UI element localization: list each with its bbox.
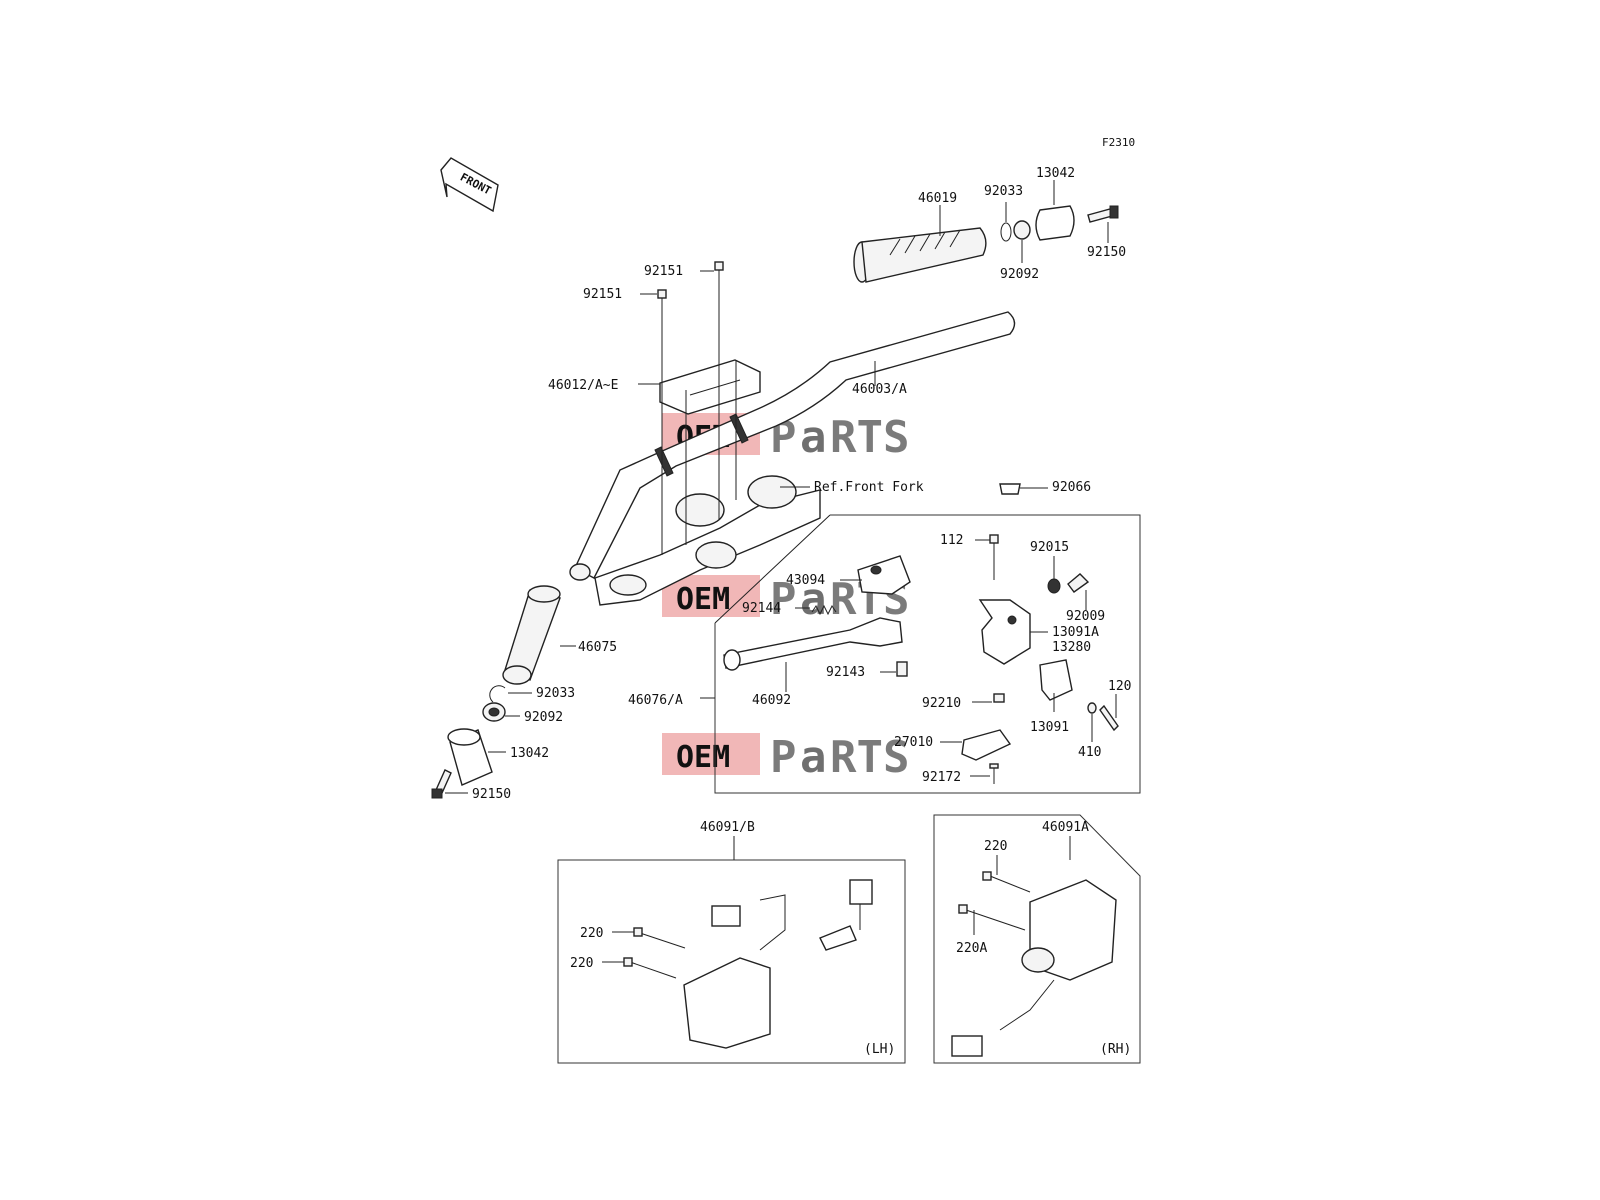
svg-text:RTS: RTS <box>830 412 909 463</box>
label-120: 120 <box>1108 679 1131 694</box>
grip-46075 <box>502 585 561 685</box>
bar-end-weight-13042-top <box>1035 205 1075 241</box>
screw-220-rh <box>982 871 1031 893</box>
label-13042-left: 13042 <box>510 746 549 761</box>
label-92033-top: 92033 <box>984 184 1023 199</box>
label-92092-top: 92092 <box>1000 267 1039 282</box>
label-46076: 46076/A <box>628 693 683 708</box>
label-43094: 43094 <box>786 573 825 588</box>
figure-code: F2310 <box>1102 136 1135 149</box>
svg-text:RTS: RTS <box>830 732 909 783</box>
label-13091A: 13091A <box>1052 625 1099 640</box>
pin-92143 <box>896 661 908 677</box>
label-46091B: 46091/B <box>700 820 755 835</box>
screw-92150-top <box>1087 205 1119 223</box>
label-92151-a: 92151 <box>583 287 622 302</box>
spring-92144 <box>811 604 837 616</box>
lever-assembly-box <box>714 514 1141 794</box>
label-92143: 92143 <box>826 665 865 680</box>
screw-92150-left <box>431 769 452 799</box>
label-220-lh-a: 220 <box>580 926 603 941</box>
svg-text:a: a <box>800 574 827 625</box>
label-220-rh: 220 <box>984 839 1007 854</box>
lh-switch-assembly <box>683 879 873 1049</box>
svg-text:P: P <box>770 732 797 783</box>
svg-text:P: P <box>770 574 797 625</box>
cap-92066 <box>999 483 1021 495</box>
screw-220-lh-b <box>623 957 677 979</box>
label-27010: 27010 <box>894 735 933 750</box>
guide-lines <box>661 300 737 555</box>
label-46092: 46092 <box>752 693 791 708</box>
svg-text:OEM: OEM <box>676 740 730 775</box>
label-112: 112 <box>940 533 963 548</box>
label-92150-left: 92150 <box>472 787 511 802</box>
svg-text:OEM: OEM <box>676 582 730 617</box>
rh-switch-assembly <box>951 879 1117 1057</box>
bolt-92151-b <box>714 261 724 300</box>
label-rh: (RH) <box>1100 1042 1131 1057</box>
handlebar-46003 <box>569 311 1016 581</box>
label-92210: 92210 <box>922 696 961 711</box>
nut-92210 <box>993 693 1005 703</box>
clamp-46012 <box>659 359 761 415</box>
label-46019: 46019 <box>918 191 957 206</box>
label-92033-left: 92033 <box>536 686 575 701</box>
label-46091A: 46091A <box>1042 820 1089 835</box>
screw-220-lh-a <box>633 927 686 949</box>
svg-text:a: a <box>800 412 827 463</box>
clamp-13091 <box>1039 659 1073 701</box>
watermark-bottom: OEM P a RTS <box>662 732 909 783</box>
washer-92015 <box>1047 578 1061 594</box>
label-92015: 92015 <box>1030 540 1069 555</box>
screw-220A <box>958 904 1026 931</box>
label-92092-left: 92092 <box>524 710 563 725</box>
label-46003: 46003/A <box>852 382 907 397</box>
svg-text:a: a <box>800 732 827 783</box>
lever-46092 <box>723 617 903 671</box>
label-92150-top: 92150 <box>1087 245 1126 260</box>
collar-92092-top <box>1013 220 1031 240</box>
grip-46019 <box>853 227 987 283</box>
label-410: 410 <box>1078 745 1101 760</box>
bar-end-weight-13042-left <box>447 728 493 786</box>
screw-92172 <box>989 763 999 784</box>
bracket-43094 <box>857 555 911 595</box>
triple-clamp-ref-front-fork <box>594 475 821 606</box>
collar-92092-left <box>482 702 506 722</box>
bolt-120 <box>1099 704 1119 732</box>
label-lh: (LH) <box>864 1042 895 1057</box>
lever-holder-13091A <box>978 599 1031 665</box>
washer-410 <box>1087 702 1097 714</box>
label-92172: 92172 <box>922 770 961 785</box>
part-labels: 46019 92033 13042 92092 92150 92151 9215… <box>472 166 1131 1057</box>
switch-27010 <box>961 729 1012 761</box>
label-13042-top: 13042 <box>1036 166 1075 181</box>
label-46075: 46075 <box>578 640 617 655</box>
lh-switch-box <box>557 859 906 1064</box>
ring-92033-left <box>489 685 506 703</box>
label-ref-front-fork: Ref.Front Fork <box>814 480 924 495</box>
label-13091: 13091 <box>1030 720 1069 735</box>
front-arrow-icon: FRONT <box>440 157 499 213</box>
bolt-112 <box>989 534 999 580</box>
label-92009: 92009 <box>1066 609 1105 624</box>
bolt-92151-a <box>657 289 667 330</box>
rh-switch-box <box>933 814 1141 1064</box>
leader-lines <box>445 180 1117 963</box>
label-220-lh-b: 220 <box>570 956 593 971</box>
label-46012: 46012/A~E <box>548 378 618 393</box>
label-13280: 13280 <box>1052 640 1091 655</box>
label-220A: 220A <box>956 941 987 956</box>
label-92066: 92066 <box>1052 480 1091 495</box>
screw-92009 <box>1067 573 1090 593</box>
label-92151-b: 92151 <box>644 264 683 279</box>
label-92144: 92144 <box>742 601 781 616</box>
ring-92033-top <box>1000 222 1012 242</box>
